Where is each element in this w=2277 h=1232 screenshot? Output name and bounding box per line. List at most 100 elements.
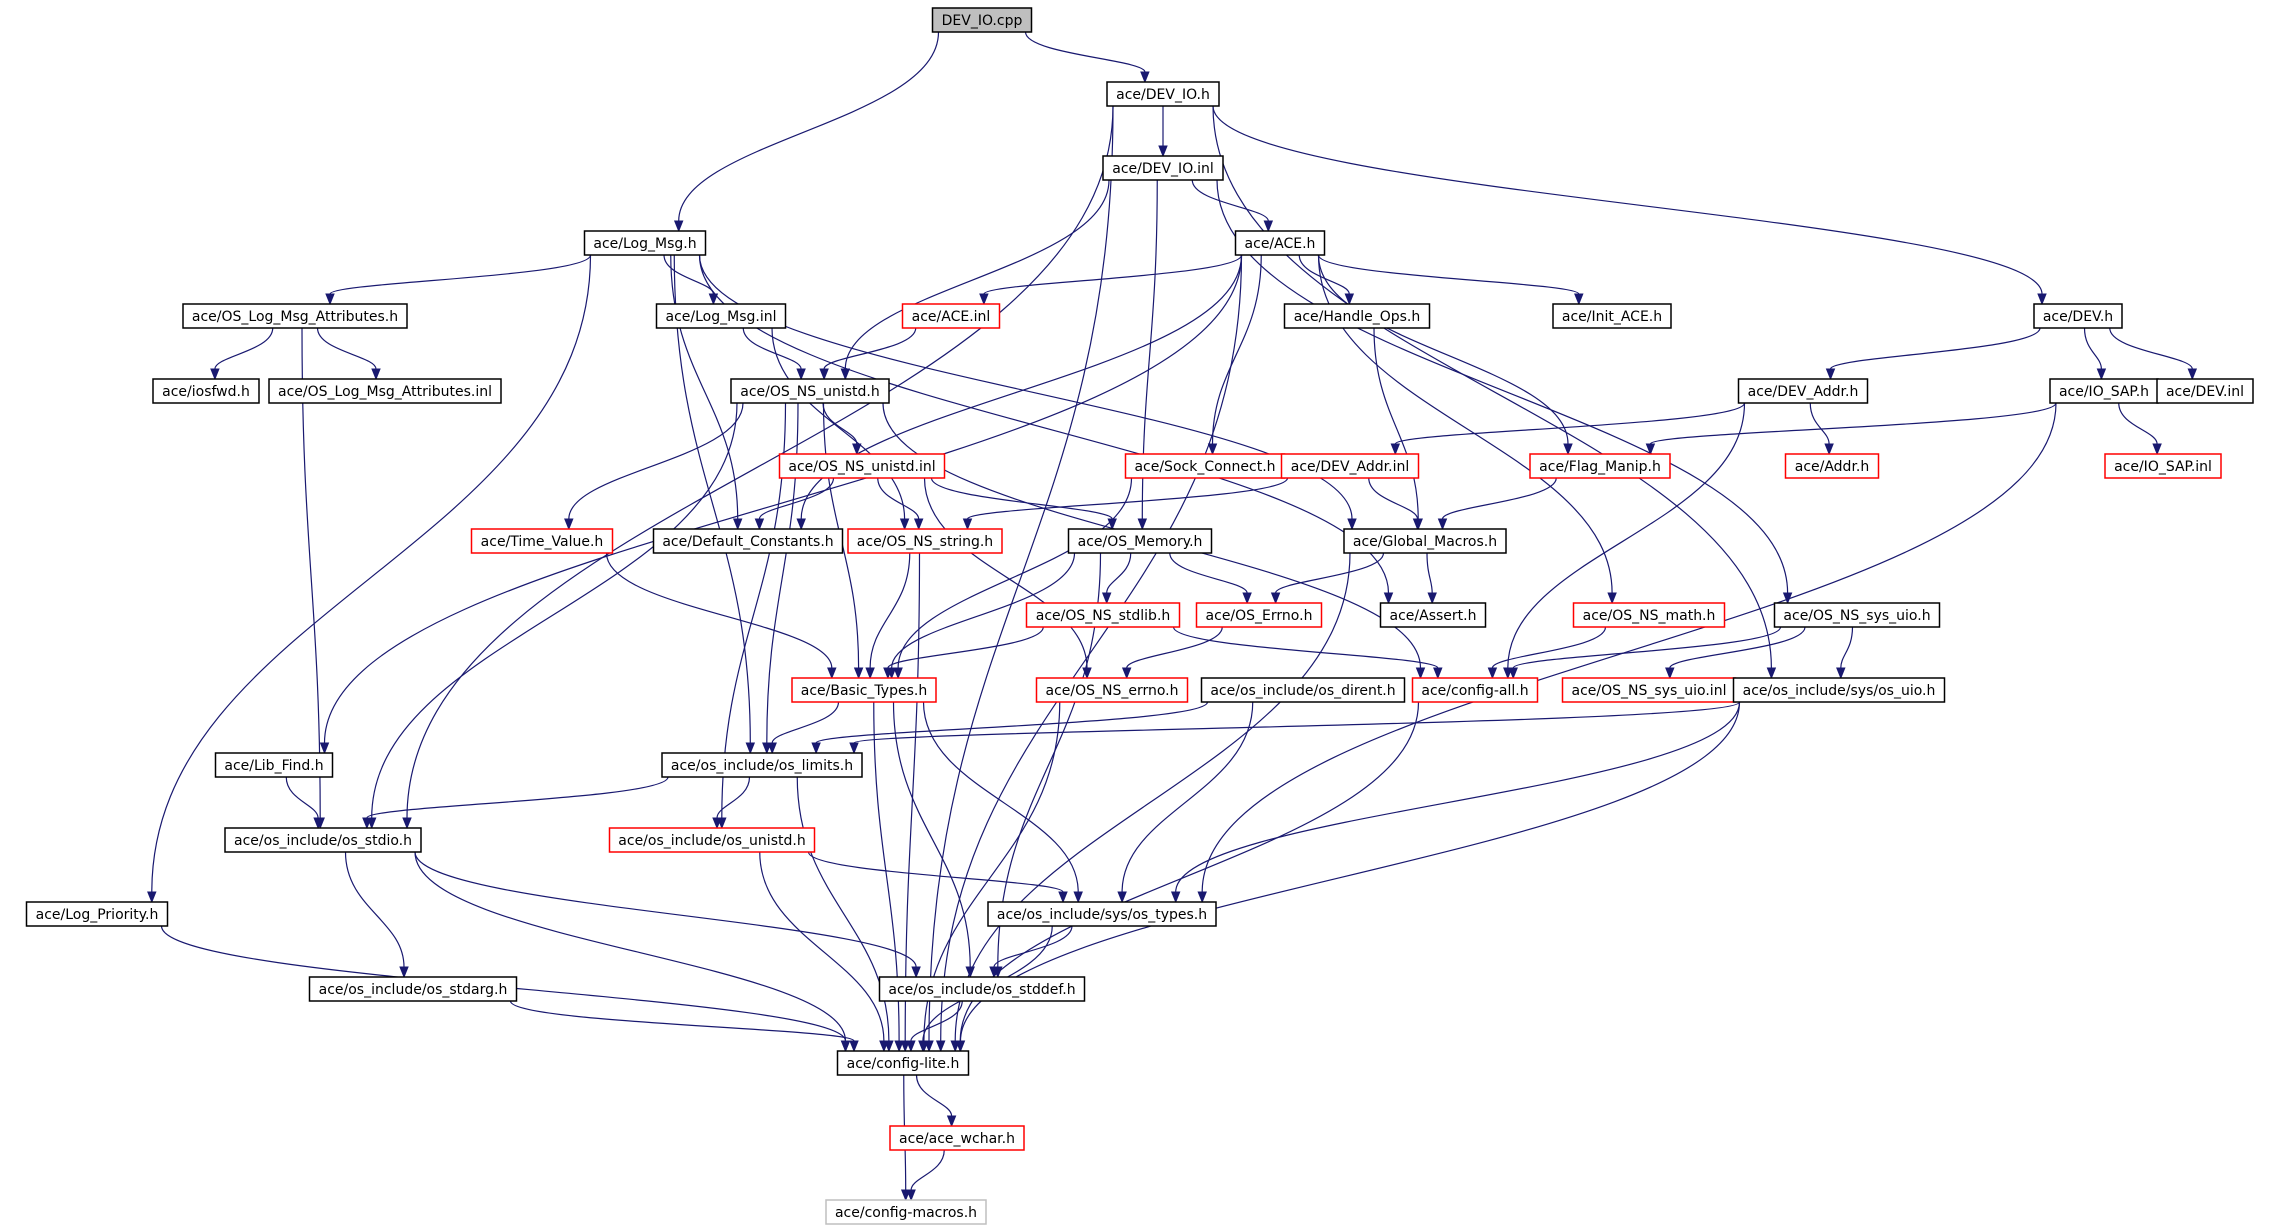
node-basic-types-h[interactable]: ace/Basic_Types.h (791, 677, 937, 703)
node-dev-io-cpp[interactable]: DEV_IO.cpp (931, 7, 1033, 33)
node-box (730, 378, 890, 404)
node-lib-find-h[interactable]: ace/Lib_Find.h (214, 752, 334, 778)
node-box (836, 1050, 970, 1076)
node-dev-inl[interactable]: ace/DEV.inl (2156, 378, 2254, 404)
node-box (791, 677, 937, 703)
node-label: ace/Log_Msg.inl (666, 309, 777, 325)
edge-os_unistd_h-to-config_lite_h (759, 851, 889, 1053)
node-os-ns-unistd-h[interactable]: ace/OS_NS_unistd.h (730, 378, 890, 404)
edge-dev_addr_h-to-config_all_h (1503, 402, 1746, 680)
node-box (652, 528, 844, 554)
node-config-macros-h[interactable]: ace/config-macros.h (825, 1199, 987, 1225)
node-os-ns-sys-uio-inl[interactable]: ace/OS_NS_sys_uio.inl (1561, 677, 1737, 703)
node-os-stdio-h[interactable]: ace/os_include/os_stdio.h (224, 827, 422, 853)
node-label: ace/DEV_Addr.inl (1291, 459, 1410, 475)
node-box (224, 827, 422, 853)
node-config-lite-h[interactable]: ace/config-lite.h (836, 1050, 970, 1076)
node-label: ace/os_include/os_limits.h (671, 758, 853, 774)
edge-os_log_msg_attr_h-to-iosfwd_h (210, 327, 274, 381)
node-log-priority-h[interactable]: ace/Log_Priority.h (25, 901, 169, 927)
edge-os_memory_h-to-os_errno_h (1169, 552, 1252, 605)
node-os-log-msg-attr-h[interactable]: ace/OS_Log_Msg_Attributes.h (182, 303, 408, 329)
node-ace-inl[interactable]: ace/ACE.inl (901, 303, 1001, 329)
edge-ace_inl-to-os_ns_unistd_h (819, 327, 917, 381)
node-time-value-h[interactable]: ace/Time_Value.h (470, 528, 614, 554)
node-os-limits-h[interactable]: ace/os_include/os_limits.h (661, 752, 863, 778)
node-label: ace/OS_Log_Msg_Attributes.inl (278, 384, 492, 400)
edge-io_sap_h-to-flag_manip_h (1645, 402, 2057, 456)
edge-dev_addr_h-to-addr_h (1809, 402, 1834, 456)
edge-ace_h-to-ace_inl (979, 254, 1243, 306)
node-os-ns-unistd-inl[interactable]: ace/OS_NS_unistd.inl (778, 453, 946, 479)
node-dev-addr-h[interactable]: ace/DEV_Addr.h (1737, 378, 1869, 404)
node-iosfwd-h[interactable]: ace/iosfwd.h (152, 378, 260, 404)
node-dev-h[interactable]: ace/DEV.h (2033, 303, 2123, 329)
node-label: ace/OS_NS_string.h (857, 534, 993, 550)
node-flag-manip-h[interactable]: ace/Flag_Manip.h (1529, 453, 1671, 479)
edge-ace_h-to-init_ace_h (1317, 254, 1584, 306)
node-os-unistd-h[interactable]: ace/os_include/os_unistd.h (608, 827, 816, 853)
node-os-ns-errno-h[interactable]: ace/OS_NS_errno.h (1035, 677, 1189, 703)
node-label: ace/IO_SAP.inl (2114, 459, 2212, 475)
edge-os_limits_h-to-config_lite_h (796, 776, 894, 1053)
node-box (1102, 155, 1224, 181)
node-box (655, 303, 787, 329)
node-os-sys-types-h[interactable]: ace/os_include/sys/os_types.h (987, 901, 1217, 927)
node-ace-h[interactable]: ace/ACE.h (1234, 230, 1326, 256)
node-addr-h[interactable]: ace/Addr.h (1784, 453, 1880, 479)
node-os-stdarg-h[interactable]: ace/os_include/os_stdarg.h (308, 976, 518, 1002)
node-ace-wchar-h[interactable]: ace/ace_wchar.h (889, 1125, 1025, 1151)
node-io-sap-h[interactable]: ace/IO_SAP.h (2049, 378, 2159, 404)
node-os-ns-stdlib-h[interactable]: ace/OS_NS_stdlib.h (1025, 602, 1181, 628)
edge-basic_types_h-to-os_sys_types_h (922, 701, 1083, 904)
edge-basic_types_h-to-os_stddef_h (892, 701, 975, 979)
edge-dev_io_inl-to-ace_h (1191, 179, 1274, 233)
node-box (1773, 602, 1941, 628)
node-dev-io-inl[interactable]: ace/DEV_IO.inl (1102, 155, 1224, 181)
node-label: ace/os_include/os_stdarg.h (319, 982, 508, 998)
edge-os_ns_unistd_inl-to-default_constants_h (754, 477, 835, 531)
node-os-ns-math-h[interactable]: ace/OS_NS_math.h (1572, 602, 1726, 628)
edge-dev_h-to-dev_addr_h (1825, 327, 2041, 381)
node-dev-addr-inl[interactable]: ace/DEV_Addr.inl (1280, 453, 1420, 479)
node-box (1737, 378, 1869, 404)
node-os-stddef-h[interactable]: ace/os_include/os_stddef.h (878, 976, 1086, 1002)
node-sock-connect-h[interactable]: ace/Sock_Connect.h (1124, 453, 1286, 479)
node-label: ace/Sock_Connect.h (1134, 459, 1275, 475)
node-os-ns-string-h[interactable]: ace/OS_NS_string.h (847, 528, 1003, 554)
edge-handle_ops_h-to-global_macros_h (1373, 327, 1423, 531)
node-io-sap-inl[interactable]: ace/IO_SAP.inl (2104, 453, 2222, 479)
node-label: DEV_IO.cpp (942, 13, 1023, 29)
node-default-constants-h[interactable]: ace/Default_Constants.h (652, 528, 844, 554)
node-box (1280, 453, 1420, 479)
edge-os_memory_h-to-os_ns_stdlib_h (1101, 552, 1132, 605)
node-label: ace/ACE.inl (912, 309, 991, 325)
node-os-sys-uio-h[interactable]: ace/os_include/sys/os_uio.h (1732, 677, 1946, 703)
node-config-all-h[interactable]: ace/config-all.h (1411, 677, 1539, 703)
edge-os_ns_string_h-to-config_lite_h (900, 552, 921, 1053)
node-label: ace/config-all.h (1421, 683, 1528, 699)
node-os-dirent-h[interactable]: ace/os_include/os_dirent.h (1200, 677, 1406, 703)
node-label: ace/Basic_Types.h (801, 683, 927, 699)
node-os-errno-h[interactable]: ace/OS_Errno.h (1195, 602, 1323, 628)
node-label: ace/ace_wchar.h (899, 1131, 1015, 1147)
edge-ace_wchar_h-to-config_macros_h (906, 1149, 945, 1202)
node-os-log-msg-attr-inl[interactable]: ace/OS_Log_Msg_Attributes.inl (268, 378, 502, 404)
node-os-ns-sys-uio-h[interactable]: ace/OS_NS_sys_uio.h (1773, 602, 1941, 628)
node-layer: DEV_IO.cpp ace/DEV_IO.h ace/DEV_IO.inl ace/… (25, 7, 2254, 1225)
edge-os_ns_unistd_inl-to-os_ns_string_h (877, 477, 924, 531)
node-label: ace/DEV.inl (2166, 384, 2244, 400)
node-box (1283, 303, 1431, 329)
edge-os_log_msg_attr_h-to-os_log_msg_attr_inl (316, 327, 381, 381)
node-init-ace-h[interactable]: ace/Init_ACE.h (1552, 303, 1672, 329)
node-dev-io-h[interactable]: ace/DEV_IO.h (1106, 81, 1220, 107)
node-label: ace/OS_NS_errno.h (1045, 683, 1178, 699)
node-global-macros-h[interactable]: ace/Global_Macros.h (1343, 528, 1507, 554)
node-log-msg-h[interactable]: ace/Log_Msg.h (583, 230, 707, 256)
node-os-memory-h[interactable]: ace/OS_Memory.h (1067, 528, 1213, 554)
node-label: ace/OS_NS_stdlib.h (1036, 608, 1171, 624)
node-assert-h[interactable]: ace/Assert.h (1379, 602, 1487, 628)
node-log-msg-inl[interactable]: ace/Log_Msg.inl (655, 303, 787, 329)
node-handle-ops-h[interactable]: ace/Handle_Ops.h (1283, 303, 1431, 329)
node-label: ace/DEV.h (2043, 309, 2113, 325)
